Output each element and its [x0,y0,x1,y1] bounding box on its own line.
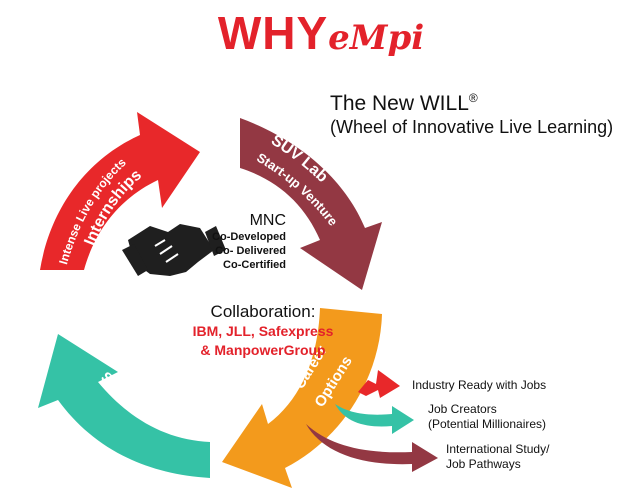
collaboration-partners-2: & ManpowerGroup [200,342,326,358]
will-line2: (Wheel of Innovative Live Learning) [330,117,614,137]
title-why: WHY [217,7,329,59]
page-title: WHYeMpi [0,6,642,60]
outcome-arrow-international [306,424,438,472]
outcome-international-line2: Job Pathways [446,457,521,471]
collaboration-block: Collaboration: IBM, JLL, Safexpress & Ma… [150,302,376,360]
title-empi: eMpi [328,18,425,58]
mnc-line: Co-Certified [223,259,286,271]
mnc-heading: MNC [249,212,286,229]
career-options-arrow [222,308,382,488]
outcome-arrow-industry [358,370,400,398]
outcome-arrow-job-creators [335,404,414,434]
mnc-line: Co- Delivered [215,245,286,257]
will-heading: The New WILL® (Wheel of Innovative Live … [330,86,613,138]
customized-study-arrow [38,334,210,478]
mnc-block: MNC Co-Developed Co- Delivered Co-Certif… [190,212,286,272]
outcome-international-line1: International Study/ [446,442,550,456]
suv-lab-arrow [240,118,382,290]
outcome-job-creators-line1: Job Creators [428,402,497,416]
outcome-international: International Study/ Job Pathways [446,442,549,472]
registered-mark: ® [468,91,478,105]
handshake-icon [122,224,226,276]
outcome-industry-line1: Industry Ready with Jobs [412,378,547,392]
will-line1: The New WILL [330,92,469,115]
mnc-line: Co-Developed [212,231,286,243]
internships-arrow [40,112,200,270]
collaboration-heading: Collaboration: [210,302,316,321]
outcome-job-creators: Job Creators (Potential Millionaires) [428,402,546,432]
outcome-industry: Industry Ready with Jobs [412,378,546,393]
collaboration-partners-1: IBM, JLL, Safexpress [192,323,334,339]
outcome-job-creators-line2: (Potential Millionaires) [428,417,547,431]
